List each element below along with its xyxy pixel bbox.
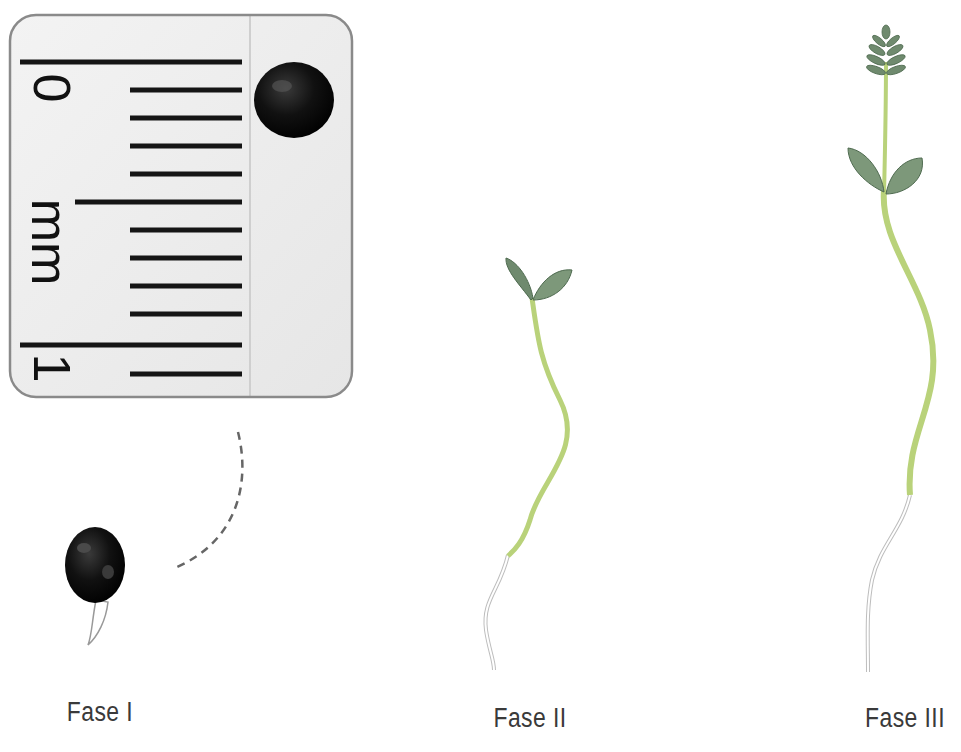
phase-label: Fase I [67, 697, 133, 728]
ruler-unit: mm [20, 199, 80, 286]
ruler-photo [10, 15, 352, 397]
ruler-number: 1 [22, 354, 82, 383]
phase-label: Fase II [493, 703, 566, 734]
seedling-phase-2 [485, 258, 572, 670]
seedling-phase-3 [848, 25, 933, 672]
phase-label: Fase III [865, 703, 945, 734]
seed-phase-1 [65, 527, 125, 645]
leader-line [175, 432, 242, 568]
ruler-number: 0 [22, 74, 82, 103]
